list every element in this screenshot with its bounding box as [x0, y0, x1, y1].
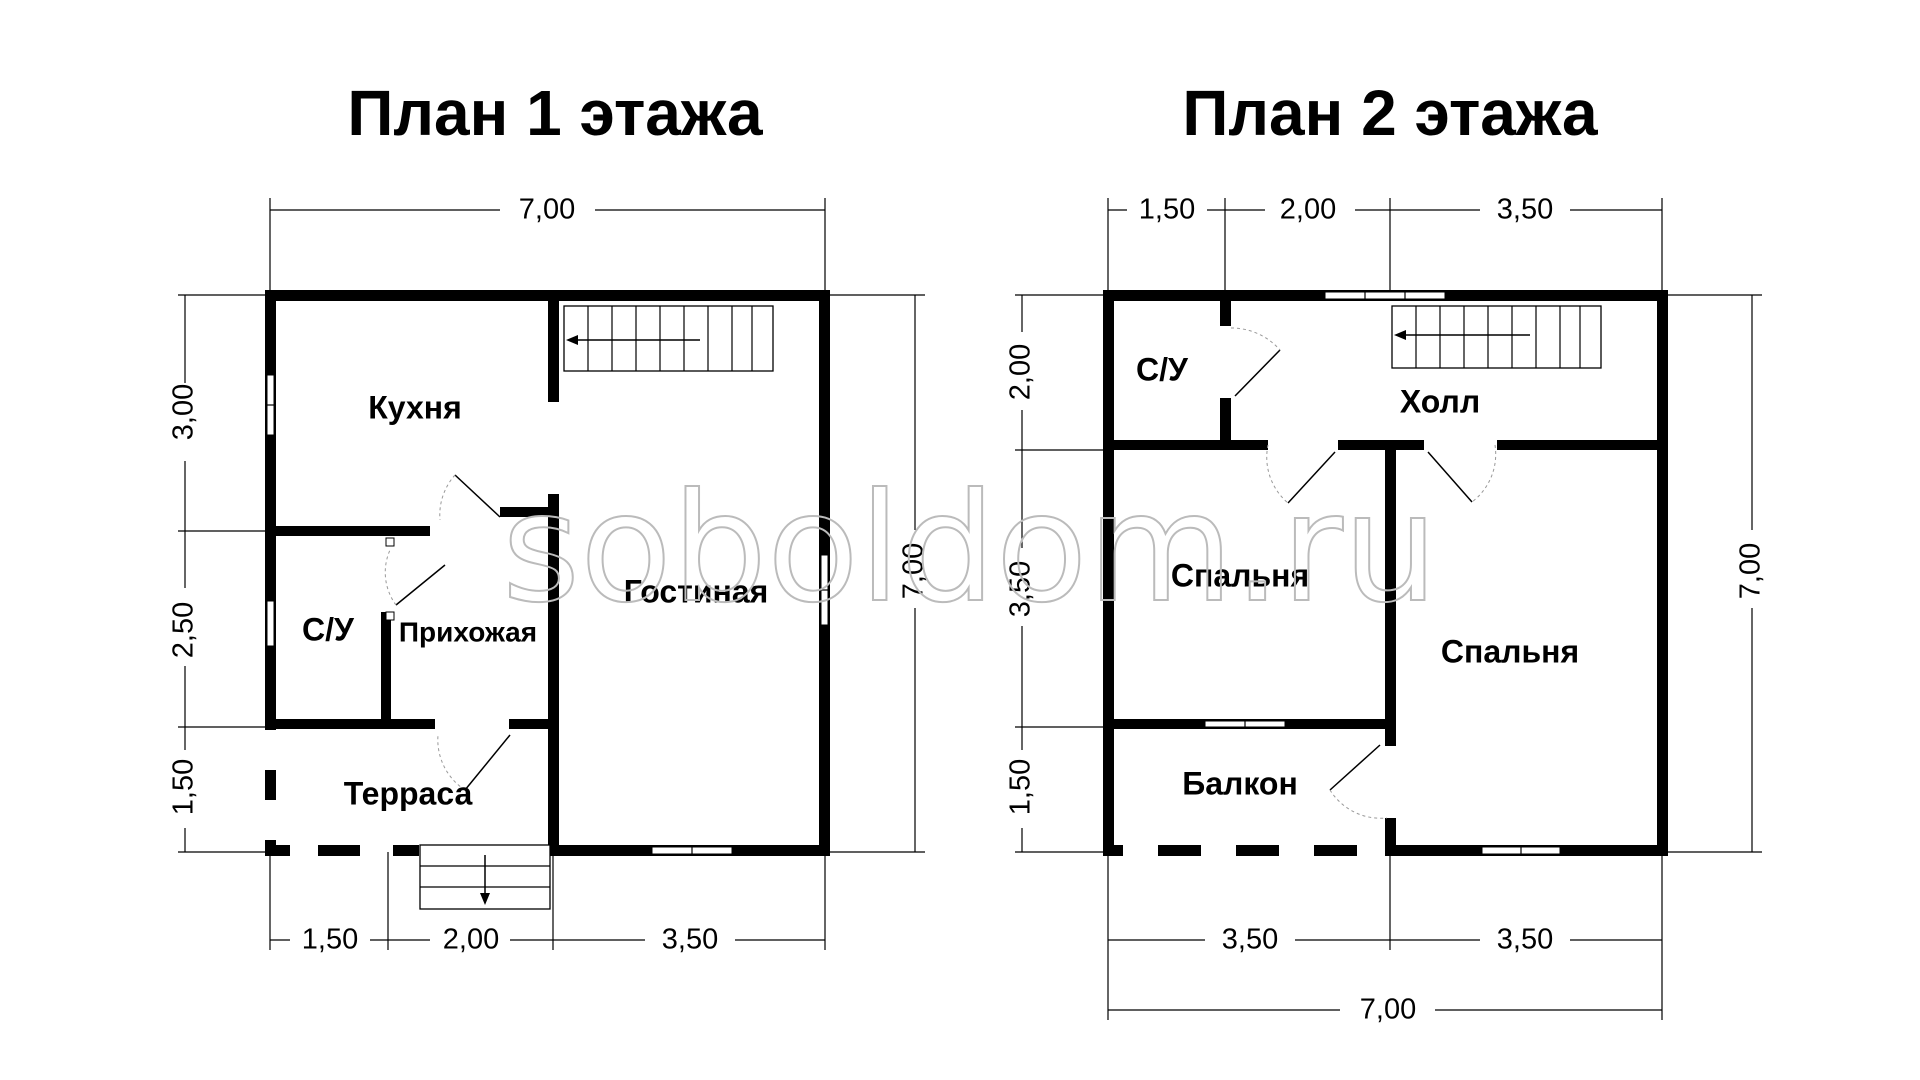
floor-1-plan: План 1 этажа [167, 77, 933, 959]
room-label-bedroom-2: Спальня [1441, 633, 1579, 669]
dim-bottom-3: 3,50 [662, 924, 718, 956]
room-label-balcony: Балкон [1182, 765, 1298, 801]
floor-2-plan: План 2 этажа [1004, 77, 1770, 1029]
floor-2-windows [1204, 291, 1561, 855]
dim-bottom-2: 2,00 [443, 924, 499, 956]
room-label-bathroom: С/У [302, 611, 355, 647]
floor-1-windows [266, 374, 829, 855]
room-label-living-room: Гостиная [624, 573, 769, 609]
dim-bottom-1: 1,50 [302, 924, 358, 956]
dim-left-2: 3,50 [1005, 561, 1037, 617]
dim-top-3: 3,50 [1497, 194, 1553, 226]
dim-top-total: 7,00 [519, 194, 575, 226]
floor-1-entrance-steps [419, 844, 551, 910]
dim-left-1: 2,00 [1005, 344, 1037, 400]
floor-2-doors [1230, 327, 1497, 819]
dim-left-terrace: 1,50 [168, 759, 200, 815]
dim-right-total-2: 7,00 [1735, 543, 1767, 599]
room-label-bedroom-1: Спальня [1171, 557, 1309, 593]
floor-2-title: План 2 этажа [1182, 77, 1598, 149]
dim-bottom-1-2: 3,50 [1222, 924, 1278, 956]
dim-bottom-2-2: 3,50 [1497, 924, 1553, 956]
room-label-hallway: Прихожая [399, 616, 537, 647]
watermark: soboldom.ru [502, 462, 1438, 636]
dim-right-total: 7,00 [898, 543, 930, 599]
dim-left-kitchen: 3,00 [168, 384, 200, 440]
dim-left-bathroom: 2,50 [168, 602, 200, 658]
floor-1-staircase [563, 305, 774, 372]
room-label-bathroom-2: С/У [1136, 351, 1189, 387]
dim-top-1: 1,50 [1139, 194, 1195, 226]
floor-2-staircase [1391, 305, 1602, 369]
floor-1-title: План 1 этажа [347, 77, 763, 149]
floor-1-doors [384, 474, 511, 791]
room-label-kitchen: Кухня [368, 389, 462, 425]
dim-bottom-total-2: 7,00 [1360, 994, 1416, 1026]
dim-left-3: 1,50 [1005, 759, 1037, 815]
room-label-terrace: Терраса [344, 775, 473, 811]
room-label-hall: Холл [1400, 383, 1480, 419]
dim-top-2: 2,00 [1280, 194, 1336, 226]
